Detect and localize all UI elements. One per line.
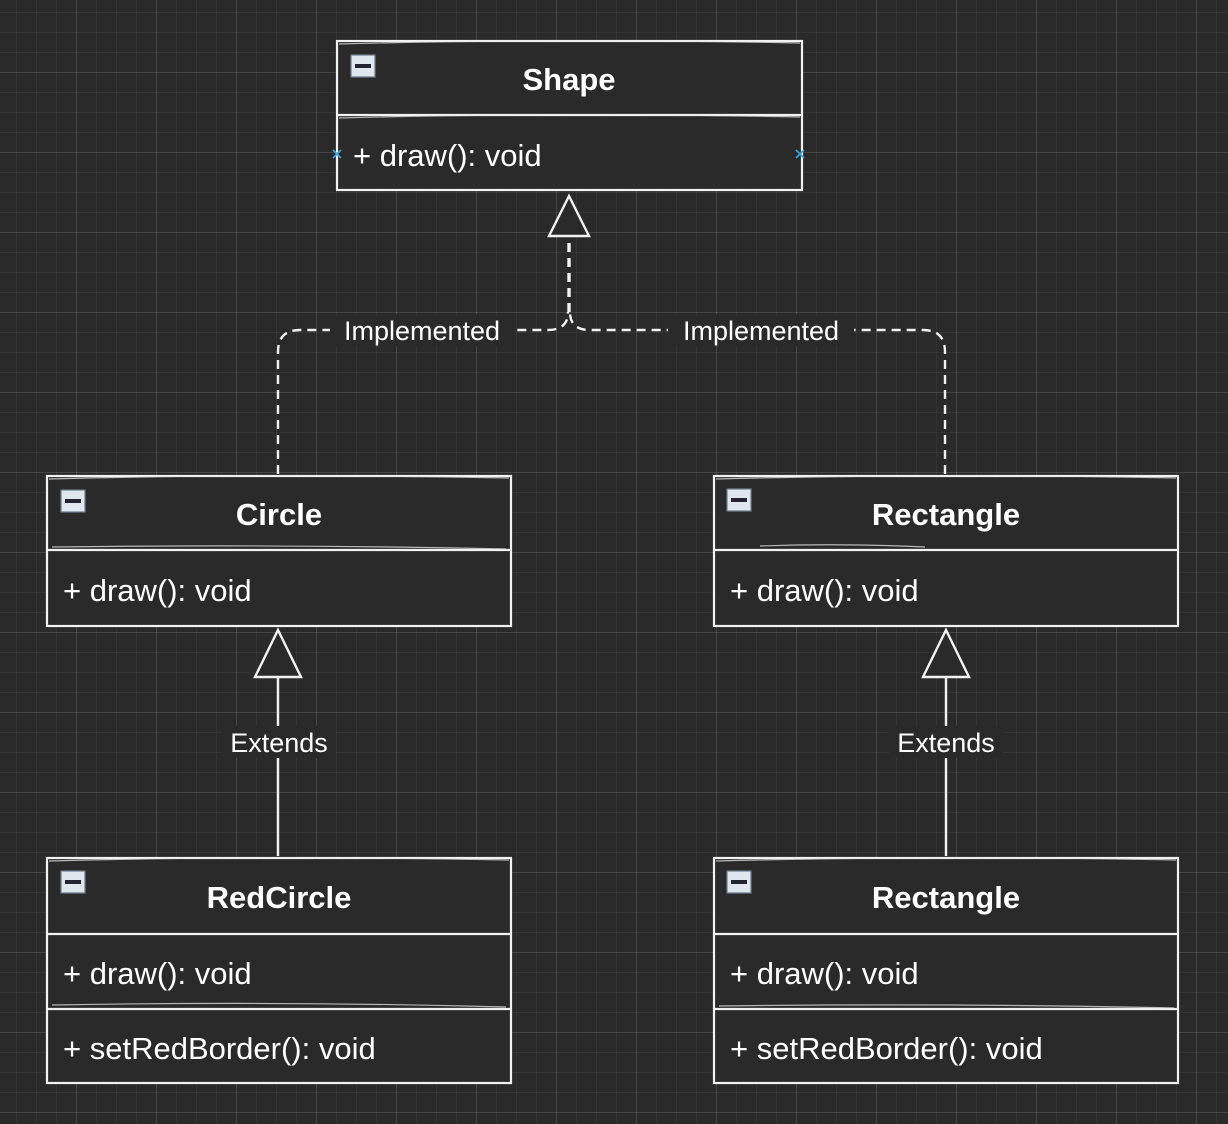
- edge-label-implemented-right: Implemented: [668, 314, 854, 346]
- class-method[interactable]: + draw(): void: [63, 956, 252, 991]
- edge-label-text: Extends: [897, 728, 995, 758]
- edge-red-rectangle-to-rectangle[interactable]: [921, 627, 971, 856]
- edge-rectangle-to-shape[interactable]: [567, 238, 947, 474]
- class-title: Rectangle: [872, 880, 1020, 915]
- connection-handle-icon[interactable]: [332, 149, 342, 159]
- class-method[interactable]: + draw(): void: [63, 573, 252, 608]
- class-rectangle[interactable]: Rectangle + draw(): void: [712, 474, 1180, 628]
- edge-label-text: Extends: [230, 728, 328, 758]
- class-circle[interactable]: Circle + draw(): void: [45, 474, 513, 628]
- edge-label-extends-left: Extends: [222, 726, 336, 758]
- edge-label-text: Implemented: [683, 316, 839, 346]
- edge-circle-to-shape[interactable]: [276, 311, 570, 474]
- class-red-circle[interactable]: RedCircle + draw(): void + setRedBorder(…: [45, 856, 513, 1085]
- collapse-minus-icon[interactable]: [726, 488, 752, 512]
- shape-inheritance-arrowhead: [547, 193, 591, 238]
- class-title: RedCircle: [207, 880, 352, 915]
- class-method[interactable]: + setRedBorder(): void: [63, 1031, 376, 1066]
- collapse-minus-icon[interactable]: [350, 54, 376, 78]
- class-title: Circle: [236, 497, 322, 532]
- connection-handle-icon[interactable]: [795, 149, 805, 159]
- rectangle-inheritance-arrowhead: [921, 627, 971, 679]
- class-shape[interactable]: Shape + draw(): void: [332, 39, 805, 192]
- class-method[interactable]: + draw(): void: [730, 956, 919, 991]
- class-method[interactable]: + draw(): void: [730, 573, 919, 608]
- class-method[interactable]: + setRedBorder(): void: [730, 1031, 1043, 1066]
- class-title: Rectangle: [872, 497, 1020, 532]
- edge-label-text: Implemented: [344, 316, 500, 346]
- class-method[interactable]: + draw(): void: [353, 138, 542, 173]
- collapse-minus-icon[interactable]: [60, 489, 86, 513]
- class-title: Shape: [522, 62, 615, 97]
- edge-label-implemented-left: Implemented: [330, 314, 514, 346]
- edge-label-extends-right: Extends: [889, 726, 1003, 758]
- edge-red-circle-to-circle[interactable]: [253, 627, 303, 856]
- collapse-minus-icon[interactable]: [726, 870, 752, 894]
- circle-inheritance-arrowhead: [253, 627, 303, 679]
- class-red-rectangle[interactable]: Rectangle + draw(): void + setRedBorder(…: [712, 856, 1180, 1085]
- collapse-minus-icon[interactable]: [60, 870, 86, 894]
